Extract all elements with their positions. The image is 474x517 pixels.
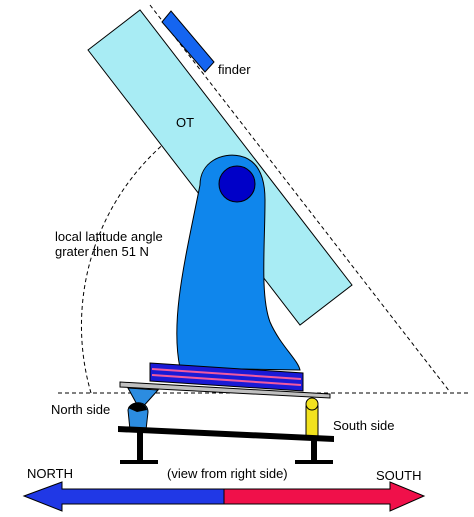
base-foot-south <box>295 460 333 464</box>
latitude-label-line2: grater then 51 N <box>55 244 149 259</box>
north-label: NORTH <box>27 466 73 481</box>
ground-board <box>119 381 331 399</box>
latitude-arc <box>81 119 197 394</box>
north-foot-dark <box>128 402 147 412</box>
platform-stripe-bottom <box>151 374 302 386</box>
latitude-label-line1: local latitude angle <box>55 229 163 244</box>
base-leg-north <box>137 430 143 462</box>
base-foot-north <box>120 460 158 464</box>
finder-label: finder <box>218 62 251 77</box>
ot-label: OT <box>176 115 194 130</box>
platform-stripe-top <box>151 368 302 380</box>
rocker-platform <box>149 362 304 392</box>
north-side-label: North side <box>51 402 110 417</box>
south-side-label: South side <box>333 418 394 433</box>
south-label: SOUTH <box>376 468 422 483</box>
base-leg-south <box>311 440 317 462</box>
altitude-bearing <box>218 165 256 203</box>
finder-scope <box>161 10 215 73</box>
base-bar <box>118 426 334 442</box>
optical-axis-line <box>149 4 451 393</box>
arrow-left-icon <box>22 481 225 512</box>
south-post-head <box>305 397 319 411</box>
view-note-label: (view from right side) <box>167 466 288 481</box>
arrow-right-icon <box>223 481 426 512</box>
north-wedge <box>127 387 160 411</box>
direction-arrow <box>22 481 426 512</box>
mount-arm <box>176 154 301 371</box>
